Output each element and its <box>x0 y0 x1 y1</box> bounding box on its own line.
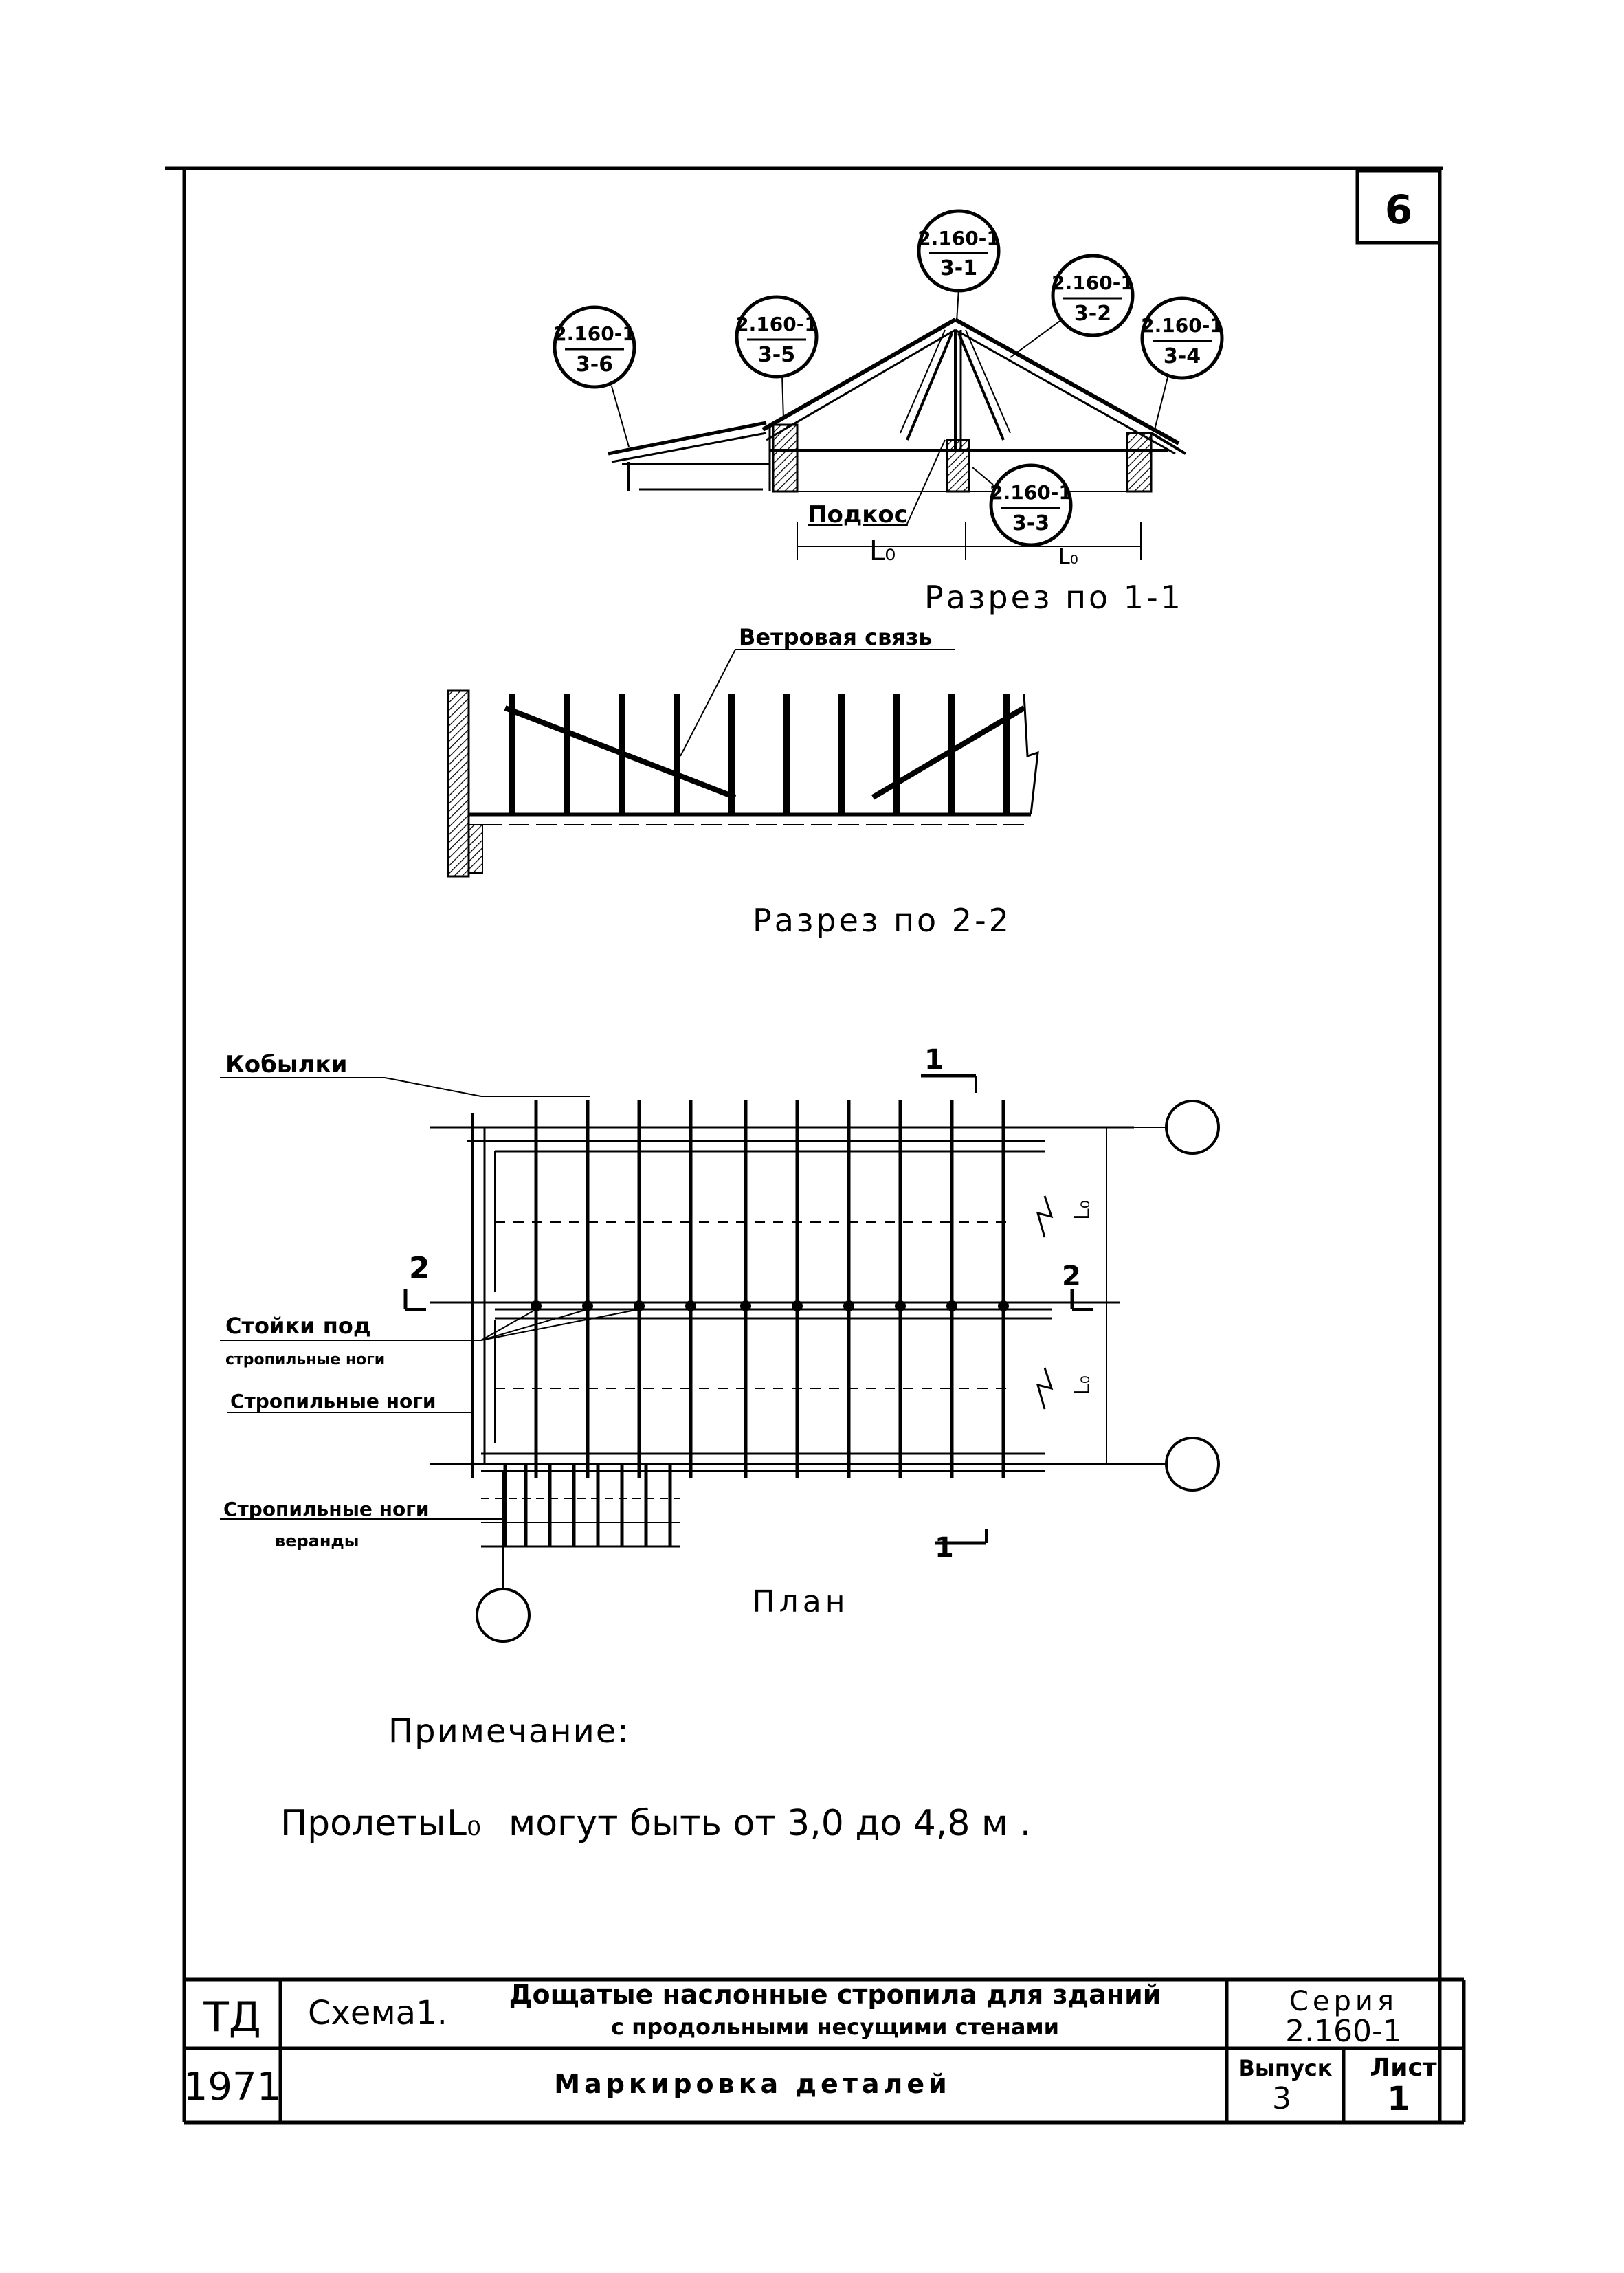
section-1-1 <box>608 288 1187 560</box>
vypusk-value: 3 <box>1272 2081 1291 2116</box>
section-1-1-caption: Разрез по 1-1 <box>924 579 1183 616</box>
section-mark-1-bottom: 1 <box>935 1532 954 1564</box>
detail-callout-3-6: 2.160-1 3-6 <box>553 305 636 389</box>
note-text-after: могут быть от 3,0 до 4,8 м . <box>509 1803 1031 1844</box>
callout-series: 2.160-1 <box>917 227 1000 250</box>
list-label: Лист <box>1370 2054 1436 2082</box>
label-kobylki: Кобылки <box>225 1051 347 1078</box>
callout-detail: 3-6 <box>576 353 613 377</box>
plan-dim-lo-bottom: L₀ <box>1071 1375 1095 1395</box>
title-line2: с продольными несущими стенами <box>611 2014 1059 2040</box>
title-org: ТД <box>203 1993 261 2041</box>
detail-callout-3-4: 2.160-1 3-4 <box>1140 296 1224 380</box>
section-mark-2-right: 2 <box>1062 1261 1081 1292</box>
callout-detail: 3-3 <box>1012 511 1049 535</box>
seria-value: 2.160-1 <box>1285 2014 1402 2049</box>
callout-series: 2.160-1 <box>735 313 818 335</box>
sheet-number-box: 6 <box>1355 168 1442 245</box>
note-heading: Примечание: <box>388 1712 630 1751</box>
detail-callout-3-2: 2.160-1 3-2 <box>1051 254 1135 337</box>
section-mark-1-top: 1 <box>924 1044 944 1076</box>
label-veranda-line2: веранды <box>275 1531 359 1551</box>
vypusk-label: Выпуск <box>1238 2055 1333 2081</box>
sheet-frame <box>165 166 1464 2125</box>
note-text-lo: L₀ <box>447 1803 481 1844</box>
section-2-2 <box>447 649 1039 878</box>
title-line1: Дощатые наслонные стропила для зданий <box>509 1980 1161 2010</box>
label-stoyki-line1: Стойки под <box>225 1313 371 1339</box>
detail-callout-3-1: 2.160-1 3-1 <box>917 209 1001 293</box>
title-year: 1971 <box>183 2065 282 2109</box>
axis-bubble-bottom-left <box>476 1588 531 1643</box>
callout-series: 2.160-1 <box>990 481 1072 504</box>
span-label-left: L₀ <box>869 535 896 567</box>
note-text-before: Пролеты <box>280 1803 446 1844</box>
plan-drawing <box>220 1074 1165 1588</box>
title-block <box>184 1977 1466 2122</box>
seria-label: Серия <box>1289 1986 1398 2017</box>
span-label-right: L₀ <box>1058 545 1078 569</box>
plan-dim-lo-top: L₀ <box>1071 1200 1095 1220</box>
callout-series: 2.160-1 <box>553 322 636 345</box>
detail-callout-3-5: 2.160-1 3-5 <box>735 295 819 379</box>
plan-caption: План <box>753 1584 849 1619</box>
axis-bubble-bottom-right <box>1165 1437 1220 1492</box>
sheet-number: 6 <box>1385 186 1412 233</box>
label-stropilnye-nogi: Стропильные ноги <box>230 1390 436 1412</box>
title-subtitle: Маркировка деталей <box>554 2069 950 2099</box>
podkos-label: Подкос <box>808 501 908 529</box>
callout-series: 2.160-1 <box>1052 271 1134 294</box>
callout-detail: 3-1 <box>940 256 977 280</box>
wind-brace-label: Ветровая связь <box>739 624 933 650</box>
callout-detail: 3-4 <box>1164 344 1201 368</box>
label-veranda-line1: Стропильные ноги <box>223 1498 429 1520</box>
label-stoyki-line2: стропильные ноги <box>225 1351 385 1368</box>
list-value: 1 <box>1387 2080 1410 2118</box>
section-2-2-caption: Разрез по 2-2 <box>753 902 1012 939</box>
callout-series: 2.160-1 <box>1141 314 1223 337</box>
axis-bubble-top-right <box>1165 1100 1220 1155</box>
detail-callout-3-3: 2.160-1 3-3 <box>989 463 1073 547</box>
title-scheme: Схема1. <box>308 1994 447 2032</box>
section-mark-2-left: 2 <box>409 1251 430 1286</box>
callout-detail: 3-5 <box>758 343 795 367</box>
callout-detail: 3-2 <box>1074 302 1111 326</box>
